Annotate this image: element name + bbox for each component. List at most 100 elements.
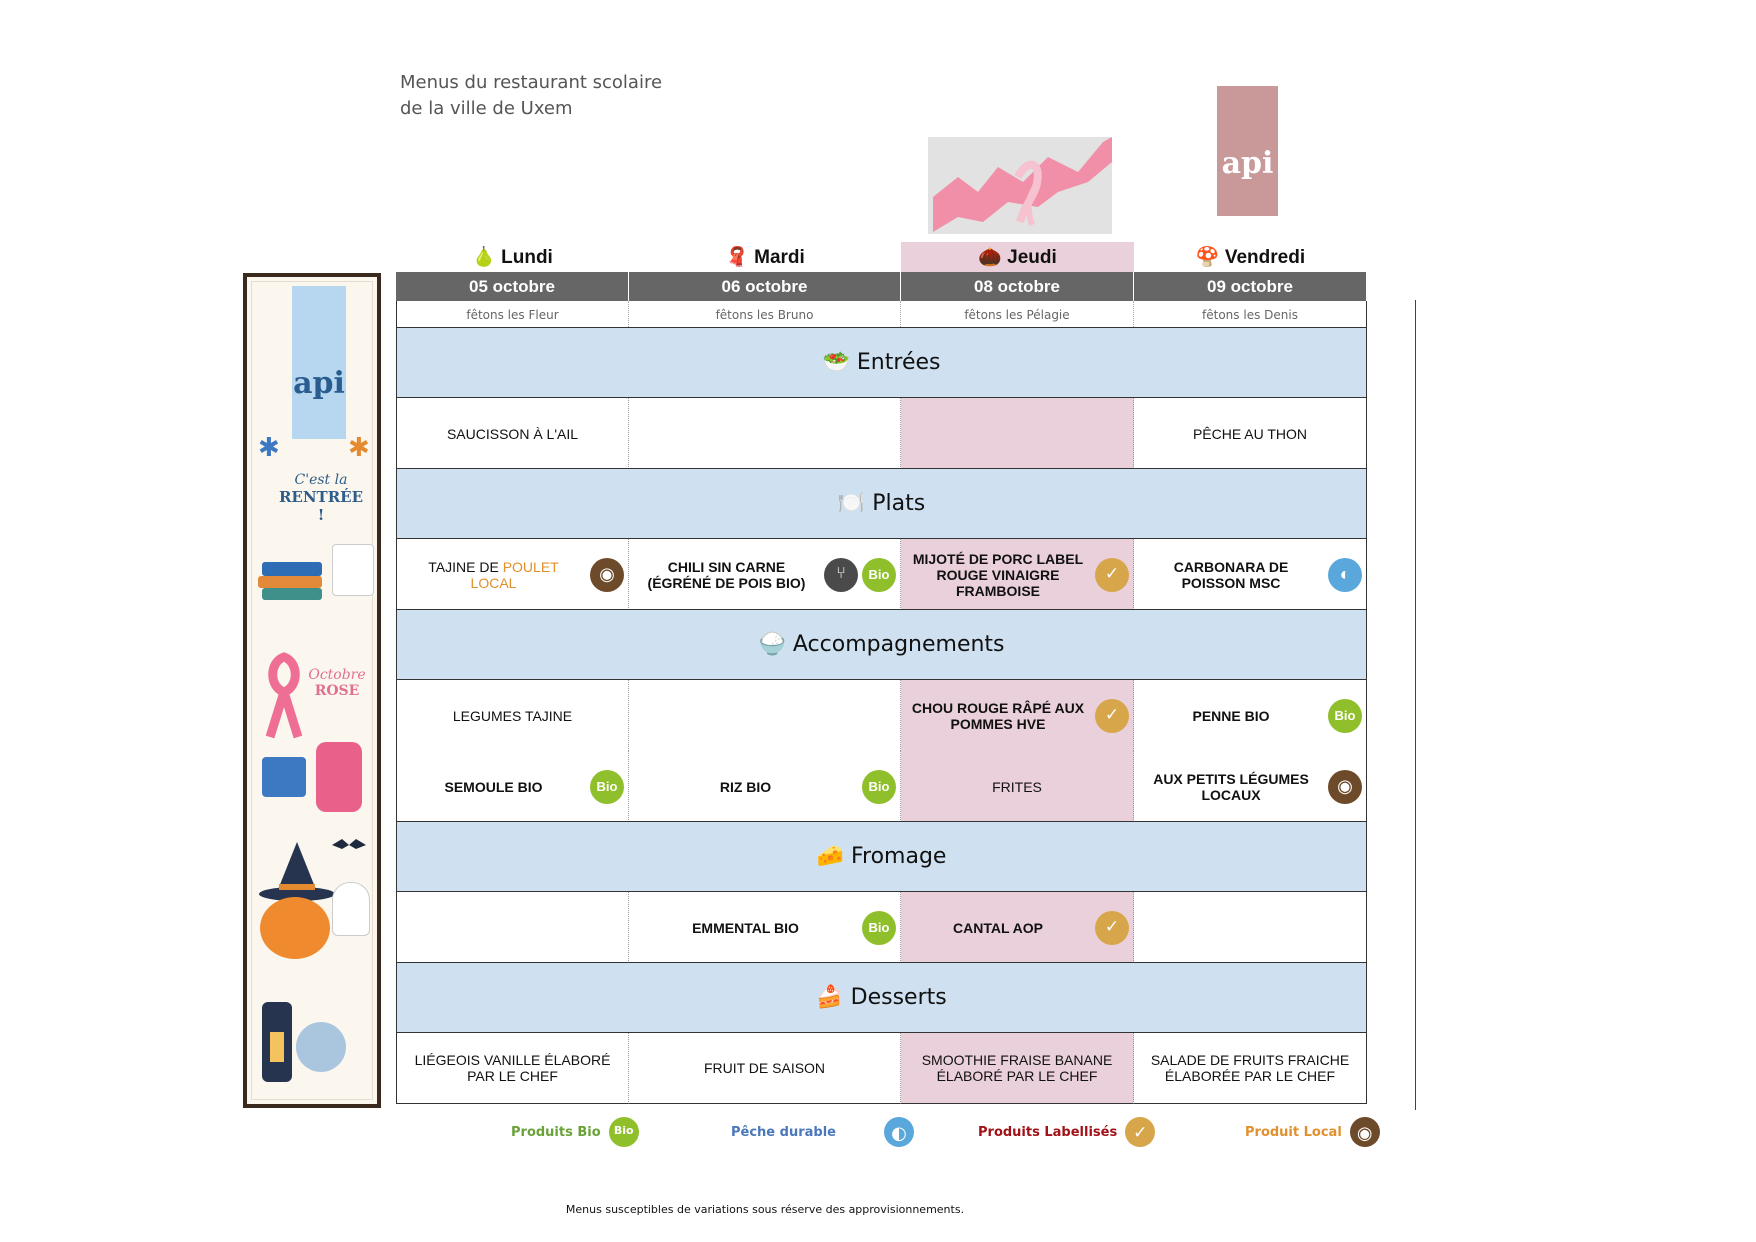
dish-part-local: POULET LOCAL	[470, 558, 559, 591]
saint-jeudi: fêtons les Pélagie	[901, 301, 1134, 329]
bat-icon	[332, 837, 366, 853]
cake-icon: 🍰	[816, 985, 844, 1010]
dish-text: FRUIT DE SAISON	[703, 1060, 826, 1076]
legend-label: Produits Labellisés	[978, 1117, 1159, 1147]
saint-vendredi: fêtons les Denis	[1134, 301, 1367, 329]
vegetarian-icon	[824, 557, 858, 592]
banner-octobre-rose: Octobre ROSE	[302, 667, 372, 699]
scarf-icon: 🧣	[725, 247, 749, 268]
accomp-vendredi-2: AUX PETITS LÉGUMES LOCAUX	[1134, 751, 1367, 822]
dish-text: SAUCISSON À L'AIL	[446, 425, 579, 442]
sustainable-fishing-icon	[883, 1117, 914, 1147]
section-label: Fromage	[850, 844, 947, 869]
pink-ribbon-photo	[928, 137, 1112, 234]
local-product-icon	[590, 557, 624, 592]
page-title: Menus du restaurant scolaire de la ville…	[400, 70, 662, 122]
dish-text: AUX PETITS LÉGUMES LOCAUX	[1153, 770, 1309, 803]
accomp-lundi-2: SEMOULE BIO	[396, 751, 629, 822]
lantern-icon	[262, 1002, 292, 1082]
label-rouge-icon	[1095, 910, 1129, 945]
plat-mardi: CHILI SIN CARNE (ÉGRÉNÉ DE POIS BIO)	[629, 539, 901, 610]
banner-api-text: api	[293, 366, 345, 401]
entree-mardi	[629, 398, 901, 469]
day-header-mardi: 🧣 Mardi	[629, 242, 901, 272]
bio-icon	[862, 557, 896, 592]
day-name: Jeudi	[1007, 247, 1057, 268]
section-label: Desserts	[850, 985, 947, 1010]
dessert-vendredi: SALADE DE FRUITS FRAICHE ÉLABORÉE PAR LE…	[1134, 1033, 1367, 1104]
mushroom-icon: 🍄	[1195, 247, 1220, 268]
day-header-jeudi: 🌰 Jeudi	[901, 242, 1134, 272]
dish-text: CHILI SIN CARNE (ÉGRÉNÉ DE POIS BIO)	[647, 558, 806, 591]
date-jeudi: 08 octobre	[901, 272, 1134, 301]
api-logo: api	[1217, 86, 1278, 216]
dish-text: PENNE BIO	[1192, 707, 1270, 724]
dish-text: MIJOTÉ DE PORC LABEL ROUGE VINAIGRE FRAM…	[912, 550, 1084, 599]
salad-icon: 🥗	[822, 350, 850, 375]
day-name: Vendredi	[1224, 247, 1306, 268]
plat-vendredi: CARBONARA DE POISSON MSC	[1134, 539, 1367, 610]
section-accompagnements: 🍚 Accompagnements	[396, 609, 1367, 680]
mug-icon	[262, 757, 306, 797]
pear-icon: 🍐	[472, 247, 496, 268]
accomp-mardi-1	[629, 680, 901, 751]
api-logo-text: api	[1221, 146, 1274, 181]
date-mardi: 06 octobre	[629, 272, 901, 301]
footer-note: Menus susceptibles de variations sous ré…	[565, 1203, 965, 1216]
sustainable-fishing-icon	[1328, 557, 1362, 592]
accomp-jeudi-2: FRITES	[901, 751, 1134, 822]
date-lundi: 05 octobre	[396, 272, 629, 301]
date-vendredi: 09 octobre	[1134, 272, 1367, 301]
side-banner: api C'est la RENTRÉE ! Octobre ROSE	[243, 273, 381, 1108]
dish-text: SMOOTHIE FRAISE BANANE ÉLABORÉ PAR LE CH…	[921, 1052, 1113, 1084]
autumn-leaf-icon: ✱	[348, 432, 370, 462]
maple-leaf-icon: ✱	[258, 432, 280, 462]
banner-text-3: Octobre	[308, 667, 366, 683]
title-line-2: de la ville de Uxem	[400, 98, 573, 119]
plate-icon: 🍽️	[837, 491, 866, 516]
dessert-jeudi: SMOOTHIE FRAISE BANANE ÉLABORÉ PAR LE CH…	[901, 1033, 1134, 1104]
legend-label: Produits Bio	[511, 1124, 601, 1140]
day-name: Mardi	[754, 247, 805, 268]
legend-peche: Pêche durable	[731, 1117, 918, 1147]
dish-text: CANTAL AOP	[953, 919, 1043, 936]
title-line-1: Menus du restaurant scolaire	[400, 72, 663, 93]
plat-lundi: TAJINE DE POULET LOCAL	[396, 539, 629, 610]
accomp-lundi-1: LEGUMES TAJINE	[396, 680, 629, 751]
dish-text: SALADE DE FRUITS FRAICHE ÉLABORÉE PAR LE…	[1150, 1052, 1350, 1084]
entree-jeudi	[901, 398, 1134, 469]
dish-text: RIZ BIO	[719, 778, 772, 795]
cheese-icon: 🧀	[816, 844, 844, 869]
fromage-mardi: EMMENTAL BIO	[629, 892, 901, 963]
bio-icon	[608, 1117, 639, 1147]
day-header-lundi: 🍐 Lundi	[396, 242, 629, 272]
witch-hat-icon	[259, 842, 335, 901]
dish-text: LEGUMES TAJINE	[452, 707, 573, 724]
dish-text: EMMENTAL BIO	[692, 919, 799, 936]
entree-lundi: SAUCISSON À L'AIL	[396, 398, 629, 469]
saint-lundi: fêtons les Fleur	[396, 301, 629, 329]
local-product-icon	[1349, 1117, 1380, 1147]
banner-text-2: RENTRÉE !	[278, 488, 364, 524]
legend-bio: Produits Bio	[511, 1117, 643, 1147]
pumpkin-icon	[260, 897, 330, 959]
books-icon	[256, 552, 332, 602]
banner-text-4: ROSE	[314, 683, 360, 699]
section-fromage: 🧀 Fromage	[396, 821, 1367, 892]
rice-icon: 🍚	[758, 632, 786, 657]
day-name: Lundi	[501, 247, 553, 268]
banner-rentree-text: C'est la RENTRÉE !	[276, 472, 366, 524]
pencil-cup-icon	[332, 544, 374, 596]
legend-label: Produit Local	[1245, 1124, 1342, 1140]
fromage-vendredi	[1134, 892, 1367, 963]
chestnut-icon: 🌰	[978, 247, 1002, 268]
dish-text: TAJINE DE POULET LOCAL	[397, 559, 590, 591]
fromage-lundi	[396, 892, 629, 963]
dish-text: SEMOULE BIO	[444, 778, 543, 795]
dessert-lundi: LIÉGEOIS VANILLE ÉLABORÉ PAR LE CHEF	[396, 1033, 629, 1104]
legend-label: Pêche durable	[731, 1124, 836, 1140]
dish-text: CHOU ROUGE RÂPÉ AUX POMMES HVE	[911, 699, 1085, 732]
banner-text-1: C'est la	[294, 472, 348, 488]
section-label: Plats	[872, 491, 926, 516]
accomp-jeudi-1: CHOU ROUGE RÂPÉ AUX POMMES HVE	[901, 680, 1134, 751]
